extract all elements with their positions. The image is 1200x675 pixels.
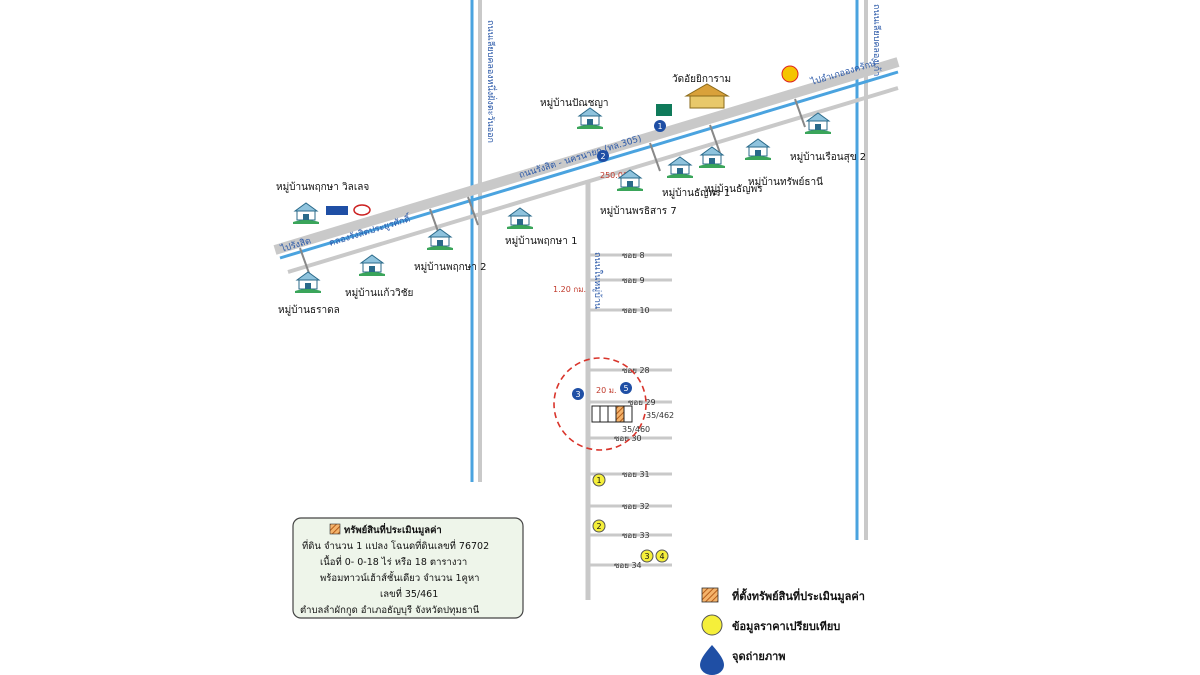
distance-250-label: 250.00 ม. bbox=[600, 171, 638, 180]
compare-marker: 3 bbox=[640, 549, 654, 563]
soi-label: ซอย 28 bbox=[622, 366, 650, 375]
left-vertical-label: ถนนเลียบคลองหนึ่งฝั่งตะวันออก bbox=[485, 20, 498, 143]
svg-text:3: 3 bbox=[644, 552, 649, 561]
soi-label: ซอย 33 bbox=[622, 531, 650, 540]
village-label: หมู่บ้านพฤกษา 2 bbox=[414, 261, 486, 273]
photo-marker: 1 bbox=[654, 120, 666, 132]
legend-photo-swatch bbox=[700, 645, 724, 675]
temple-label: วัดอัยยิการาม bbox=[672, 74, 731, 85]
soi-label: ซอย 34 bbox=[614, 561, 642, 570]
svg-text:4: 4 bbox=[659, 552, 664, 561]
compare-marker: 4 bbox=[655, 549, 669, 563]
side-road-label: ถนนในหมู่บ้าน bbox=[592, 252, 603, 309]
svg-text:2: 2 bbox=[600, 152, 605, 161]
legend-photo-label: จุดถ่ายภาพ bbox=[732, 650, 786, 664]
plot-label: 35/460 bbox=[622, 425, 650, 434]
car-dealer-icon bbox=[326, 206, 348, 215]
village-label: หมู่บ้านธราดล bbox=[278, 304, 340, 316]
info-box-line3: พร้อมทาวน์เฮ้าส์ชั้นเดียว จำนวน 1คูหา bbox=[320, 571, 479, 584]
soi-roads bbox=[590, 253, 672, 567]
svg-text:1: 1 bbox=[596, 476, 601, 485]
main-highway bbox=[273, 57, 900, 255]
village-label: หมู่บ้านแก้ววิชัย bbox=[345, 287, 413, 299]
toyota-logo-icon bbox=[353, 204, 371, 216]
info-box: ทรัพย์สินที่ประเมินมูลค่า ที่ดิน จำนวน 1… bbox=[292, 517, 524, 619]
compare-marker: 2 bbox=[592, 519, 606, 533]
soi-label: ซอย 29 bbox=[628, 398, 656, 407]
compare-marker: 1 bbox=[592, 473, 606, 487]
info-box-line1: ที่ดิน จำนวน 1 แปลง โฉนดที่ดินเลขที่ 767… bbox=[302, 539, 489, 552]
svg-text:3: 3 bbox=[575, 390, 580, 399]
village-label: หมู่บ้านทรัพย์ธานี bbox=[748, 176, 823, 188]
distance-20m-label: 20 ม. bbox=[596, 386, 617, 395]
village-label: หมู่บ้านพฤกษา วิลเลจ bbox=[276, 181, 369, 193]
subject-radius-circle bbox=[553, 357, 647, 451]
fuel-station-icon bbox=[781, 65, 799, 83]
village-label: หมู่บ้านพฤกษา 1 bbox=[505, 235, 577, 247]
subject-plot bbox=[615, 405, 625, 423]
svg-text:2: 2 bbox=[596, 522, 601, 531]
legend: ที่ตั้งทรัพย์สินที่ประเมินมูลค่า ข้อมูลร… bbox=[700, 587, 865, 675]
frontage-road bbox=[287, 86, 899, 274]
townhouse-row bbox=[591, 405, 633, 423]
village-label: หมู่บ้านเรือนสุข 2 bbox=[790, 151, 866, 163]
soi-label: ซอย 8 bbox=[622, 251, 645, 260]
info-box-line4: เลขที่ 35/461 bbox=[380, 587, 438, 600]
legend-compare-label: ข้อมูลราคาเปรียบเทียบ bbox=[732, 620, 840, 634]
temple-icon bbox=[684, 83, 730, 109]
photo-marker: 2 bbox=[597, 150, 609, 162]
highway-canal bbox=[279, 70, 899, 260]
legend-compare-swatch bbox=[701, 614, 723, 636]
soi-label: ซอย 30 bbox=[614, 434, 642, 443]
right-vertical-label: ถนนเลียบคลองเก้า bbox=[871, 4, 882, 76]
soi-label: ซอย 10 bbox=[622, 306, 650, 315]
svg-text:5: 5 bbox=[623, 384, 628, 393]
info-box-line5: ตำบลลำผักกูด อำเภอธัญบุรี จังหวัดปทุมธาน… bbox=[300, 604, 480, 616]
photo-marker: 3 bbox=[572, 388, 584, 400]
info-box-line2: เนื้อที่ 0- 0-18 ไร่ หรือ 18 ตารางวา bbox=[320, 555, 467, 568]
soi-label: ซอย 9 bbox=[622, 276, 645, 285]
info-box-title: ทรัพย์สินที่ประเมินมูลค่า bbox=[344, 522, 442, 537]
distance-1-2km-label: 1.20 กม. bbox=[553, 285, 586, 294]
legend-subject-label: ที่ตั้งทรัพย์สินที่ประเมินมูลค่า bbox=[732, 588, 865, 604]
legend-subject-swatch bbox=[701, 587, 719, 603]
village-label: หมู่บ้านปัณชญา bbox=[540, 97, 609, 109]
soi-label: ซอย 31 bbox=[622, 470, 650, 479]
soi-label: ซอย 32 bbox=[622, 502, 650, 511]
village-label: หมู่บ้านธัญพร 1 bbox=[662, 187, 730, 199]
village-label: หมู่บ้านพรธิสาร 7 bbox=[600, 205, 677, 217]
svg-text:1: 1 bbox=[657, 122, 662, 131]
plot-label: 35/462 bbox=[646, 411, 674, 420]
bank-icon bbox=[656, 104, 672, 116]
village-label: หมู่บ้านธัญพร bbox=[704, 183, 763, 195]
photo-marker: 5 bbox=[620, 382, 632, 394]
